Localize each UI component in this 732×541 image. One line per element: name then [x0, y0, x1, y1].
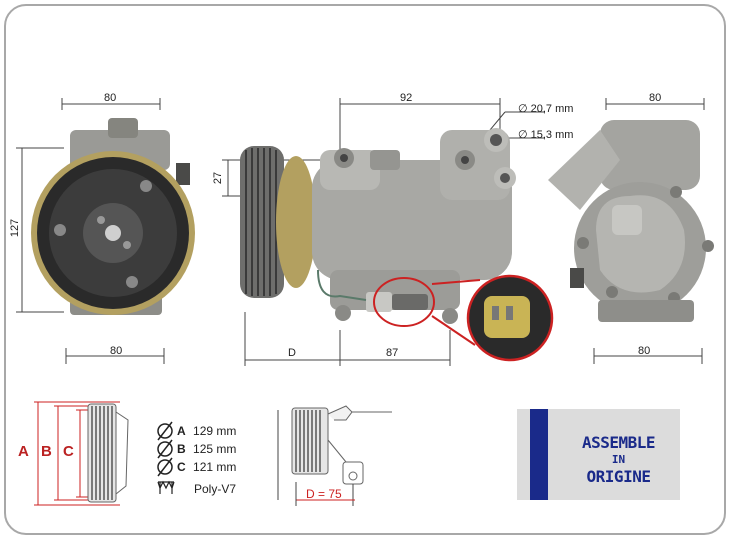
spec-value-b: 125 mm	[193, 442, 237, 456]
port-small-label: ∅ 15,3 mm	[518, 129, 574, 141]
spec-row-c: C 121 mm	[177, 460, 236, 474]
back-width-top-label: 80	[649, 92, 662, 104]
spec-letter-c: C	[177, 460, 186, 474]
spec-letter-a: A	[177, 424, 186, 438]
spec-value-a: 129 mm	[193, 424, 237, 438]
badge-line-2: IN	[611, 453, 626, 466]
front-width-top-label: 80	[104, 92, 117, 104]
back-width-bottom-label: 80	[638, 345, 651, 357]
port-large-label: ∅ 20,7 mm	[518, 103, 574, 115]
side-length-label: 92	[400, 92, 413, 104]
pulley-label-a: A	[18, 443, 29, 460]
d-value-label: D = 75	[306, 487, 342, 501]
spec-letter-b: B	[177, 442, 186, 456]
pulley-label-c: C	[63, 443, 74, 460]
belt-type-label: Poly-V7	[194, 482, 237, 496]
side-d-label: D	[288, 347, 296, 359]
spec-row-b: B 125 mm	[177, 442, 236, 456]
spec-row-a: A 129 mm	[177, 424, 236, 438]
badge-line-3: ORIGINE	[586, 467, 651, 486]
side-87-label: 87	[386, 347, 399, 359]
assemble-in-origine-badge: ASSEMBLE IN ORIGINE	[517, 409, 680, 500]
badge-line-1: ASSEMBLE	[581, 433, 656, 452]
front-width-bottom-label: 80	[110, 345, 123, 357]
badge-stripe	[530, 409, 548, 500]
spec-value-c: 121 mm	[193, 460, 237, 474]
pulley-label-b: B	[41, 443, 52, 460]
